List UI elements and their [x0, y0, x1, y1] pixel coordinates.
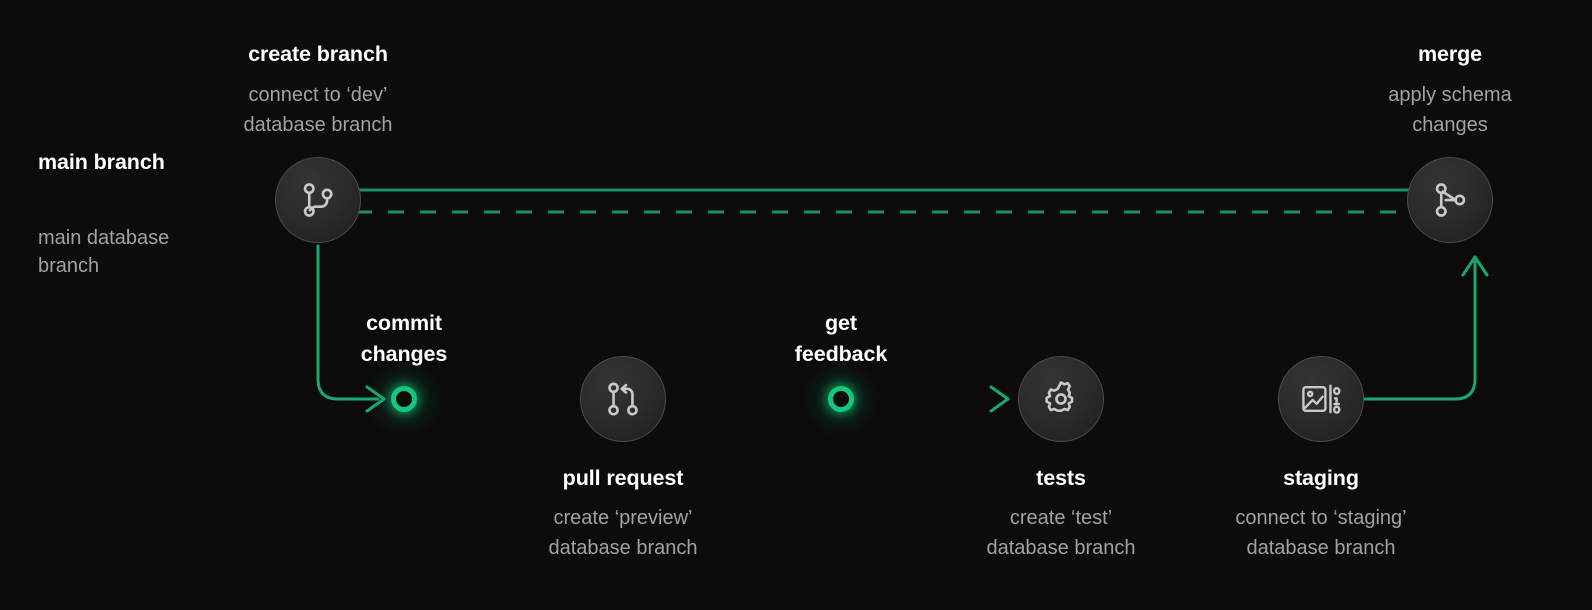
tests-label: tests [1036, 466, 1086, 490]
node-commit-changes[interactable] [391, 386, 417, 412]
staging-sublabel-line1: connect to ‘staging’ [1235, 507, 1407, 529]
staging-to-merge-wire [1360, 260, 1477, 401]
node-create-branch[interactable] [275, 157, 361, 243]
node-pull-request[interactable] [580, 356, 666, 442]
commit-changes-label-line2: changes [360, 342, 448, 366]
node-merge[interactable] [1407, 157, 1493, 243]
staging-label: staging [1283, 466, 1359, 490]
gear-icon [1040, 378, 1082, 420]
pull-request-icon [602, 378, 644, 420]
merge-sublabel-line2: changes [1412, 114, 1488, 136]
tests-sublabel-line2: database branch [986, 537, 1136, 559]
staging-sublabel: connect to ‘staging’ database branch [1235, 503, 1406, 563]
main-database-branch-sublabel-line2: branch [38, 255, 100, 277]
git-branch-icon [297, 179, 339, 221]
create-branch-sublabel: connect to ‘dev’ database branch [243, 80, 392, 140]
create-branch-sublabel-line1: connect to ‘dev’ [248, 84, 388, 106]
tests-sublabel-line1: create ‘test’ [1009, 507, 1113, 529]
node-get-feedback[interactable] [828, 386, 854, 412]
main-database-branch-sublabel-line1: main database [38, 227, 170, 249]
pull-request-sublabel-line2: database branch [548, 537, 698, 559]
pull-request-sublabel: create ‘preview’ database branch [548, 503, 697, 563]
staging-to-merge-arrowhead [1461, 255, 1489, 277]
pull-request-label: pull request [562, 466, 684, 490]
pull-request-sublabel-line1: create ‘preview’ [553, 507, 693, 529]
git-merge-icon [1429, 179, 1471, 221]
merge-sublabel-line1: apply schema [1388, 84, 1512, 106]
tests-sublabel: create ‘test’ database branch [986, 503, 1135, 563]
create-branch-to-commit-arrowhead [365, 385, 386, 413]
main-branch-label: main branch [38, 150, 165, 174]
get-feedback-label-line2: feedback [794, 342, 888, 366]
staging-sublabel-line2: database branch [1246, 537, 1396, 559]
get-feedback-label: get feedback [794, 308, 888, 370]
commit-changes-label-line1: commit [366, 311, 442, 335]
create-branch-sublabel-line2: database branch [243, 114, 393, 136]
node-staging[interactable] [1278, 356, 1364, 442]
image-data-icon [1299, 378, 1343, 420]
get-feedback-label-line1: get [825, 311, 857, 335]
create-branch-to-commit-wire [316, 244, 380, 401]
merge-sublabel: apply schema changes [1388, 80, 1511, 140]
merge-label: merge [1417, 42, 1483, 66]
create-branch-label: create branch [248, 42, 388, 66]
main-database-branch-sublabel: main database branch [38, 224, 169, 280]
commit-changes-label: commit changes [361, 308, 448, 370]
node-tests[interactable] [1018, 356, 1104, 442]
